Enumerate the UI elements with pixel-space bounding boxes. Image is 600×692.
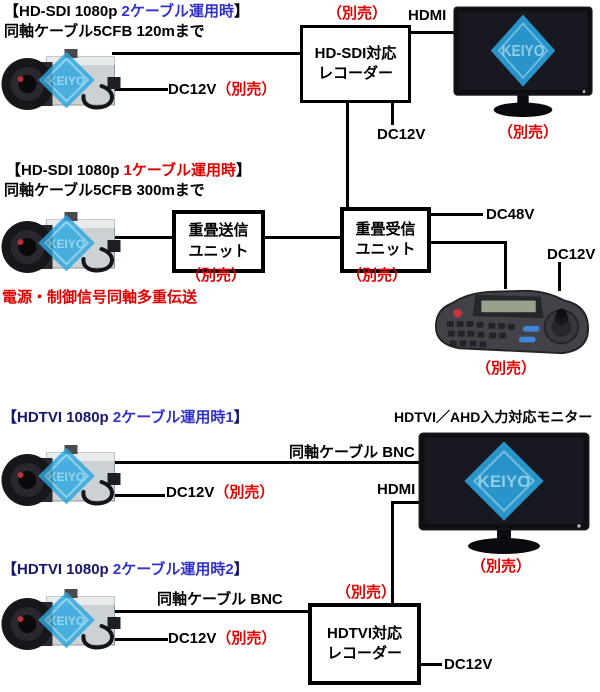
cable-dc12v-controller xyxy=(558,262,561,291)
section-3-title-highlight: 2ケーブル運用時1 xyxy=(112,409,234,426)
camera-4-image xyxy=(0,584,126,654)
camera-4-dc12v-label: DC12V（別売） xyxy=(168,630,276,647)
section-4-title-prefix: 【HDTVI 1080p xyxy=(2,561,113,578)
section-2-title-prefix: 【HD-SDI 1080p xyxy=(6,162,124,179)
recorder-1-dc12v-label: DC12V xyxy=(377,126,426,143)
cable-dc12v-recorder-1 xyxy=(391,96,394,125)
camera-4-dc12v-text: DC12V xyxy=(168,630,217,647)
hdsdi-recorder-label-line2: レコーダー xyxy=(317,65,393,82)
rx-unit-label-line2: ユニット xyxy=(355,241,416,258)
section-2-subtitle: 同軸ケーブル5CFB 300mまで xyxy=(4,182,205,199)
cable-rx-to-controller-h xyxy=(421,241,507,244)
section-2-title: 【HD-SDI 1080p 1ケーブル運用時】 xyxy=(6,162,251,179)
cable-dc12v-camera-1 xyxy=(112,88,168,91)
camera-3-dc12v-text: DC12V xyxy=(166,484,215,501)
cable-coax-4 xyxy=(112,610,311,613)
camera-3-dc12v-label: DC12V（別売） xyxy=(166,484,274,501)
tx-unit-besshi-label: （別売） xyxy=(186,267,247,284)
section-2-title-highlight: 1ケーブル運用時 xyxy=(123,162,236,179)
camera-4-besshi-text: （別売） xyxy=(216,630,277,647)
section-3-title: 【HDTVI 1080p 2ケーブル運用時1】 xyxy=(2,409,249,426)
section-3-title-prefix: 【HDTVI 1080p xyxy=(2,409,113,426)
section-4-title: 【HDTVI 1080p 2ケーブル運用時2】 xyxy=(2,561,249,578)
section-1-title: 【HD-SDI 1080p 2ケーブル運用時】 xyxy=(4,3,249,20)
rx-unit-besshi-label: （別売） xyxy=(347,267,408,284)
camera-1-image xyxy=(0,44,126,114)
cable-dc12v-camera-4 xyxy=(112,638,168,641)
section-1-subtitle: 同軸ケーブル5CFB 120mまで xyxy=(4,23,205,40)
monitor-2-image xyxy=(418,432,590,555)
rx-unit-box: 重畳受信 ユニット xyxy=(340,207,431,273)
cable-recorder-to-rx-unit xyxy=(346,96,349,211)
recorder-2-besshi-label: （別売） xyxy=(336,584,397,601)
camera-3-image xyxy=(0,440,126,510)
hdmi-2-label: HDMI xyxy=(377,481,416,498)
cable-dc12v-recorder-2 xyxy=(411,663,442,666)
hdtvi-recorder-box: HDTVI対応 レコーダー xyxy=(308,603,421,685)
section-1-title-suffix: 】 xyxy=(234,3,250,20)
tx-unit-label-line1: 重畳送信 xyxy=(188,222,249,240)
section-4-title-suffix: 】 xyxy=(233,561,249,578)
cable-hdmi-2-h xyxy=(393,501,420,504)
section-1-title-highlight: 2ケーブル運用時 xyxy=(121,3,234,20)
hdmi-1-label: HDMI xyxy=(408,7,447,24)
cable-coax-1 xyxy=(112,52,301,55)
section-1-title-prefix: 【HD-SDI 1080p xyxy=(4,3,122,20)
camera-1-dc12v-text: DC12V xyxy=(168,81,217,98)
cable-camera-2-to-tx-unit xyxy=(114,236,174,239)
hdtvi-recorder-label-line2: レコーダー xyxy=(326,645,402,662)
rx-unit-label-line1: 重畳受信 xyxy=(355,220,416,238)
camera-3-besshi-text: （別売） xyxy=(214,484,275,501)
hdsdi-recorder-box: HD-SDI対応 レコーダー xyxy=(300,25,411,103)
controller-besshi-label: （別売） xyxy=(476,360,537,377)
hdsdi-recorder-label-line1: HD-SDI対応 xyxy=(314,44,397,62)
cable-tx-to-rx-unit xyxy=(255,236,342,239)
tx-unit-box: 重畳送信 ユニット xyxy=(172,210,265,273)
cable-hdmi-2-v xyxy=(391,501,394,605)
recorder-2-dc12v-label: DC12V xyxy=(444,656,493,673)
recorder-1-besshi-label: （別売） xyxy=(327,5,388,22)
ptz-controller-image xyxy=(432,284,592,358)
section-2-title-suffix: 】 xyxy=(236,162,252,179)
tx-unit-label-line2: ユニット xyxy=(188,242,249,260)
cable-rx-to-controller-v xyxy=(504,241,507,289)
monitor-1-image xyxy=(453,6,593,118)
coax-bnc-label-1: 同軸ケーブル BNC xyxy=(289,444,415,461)
cable-dc12v-camera-3 xyxy=(112,494,165,497)
section-3-title-suffix: 】 xyxy=(233,409,249,426)
cable-coax-3 xyxy=(112,461,421,464)
camera-1-besshi-text: （別売） xyxy=(216,81,277,98)
monitor-2-besshi-label: （別売） xyxy=(471,558,532,575)
section-4-title-highlight: 2ケーブル運用時2 xyxy=(112,561,234,578)
camera-2-image xyxy=(0,207,126,277)
power-multiplex-note: 電源・制御信号同軸多重伝送 xyxy=(2,289,198,306)
monitor-2-title: HDTVI／AHD入力対応モニター xyxy=(394,409,593,425)
camera-1-dc12v-label: DC12V（別売） xyxy=(168,81,276,98)
coax-bnc-label-2: 同軸ケーブル BNC xyxy=(157,591,283,608)
cable-dc48v xyxy=(421,213,483,216)
cable-hdmi-1 xyxy=(404,31,456,34)
monitor-1-besshi-label: （別売） xyxy=(498,124,559,141)
controller-dc12v-label: DC12V xyxy=(547,246,596,263)
dc48v-label: DC48V xyxy=(486,206,535,223)
hdtvi-recorder-label-line1: HDTVI対応 xyxy=(326,624,402,642)
